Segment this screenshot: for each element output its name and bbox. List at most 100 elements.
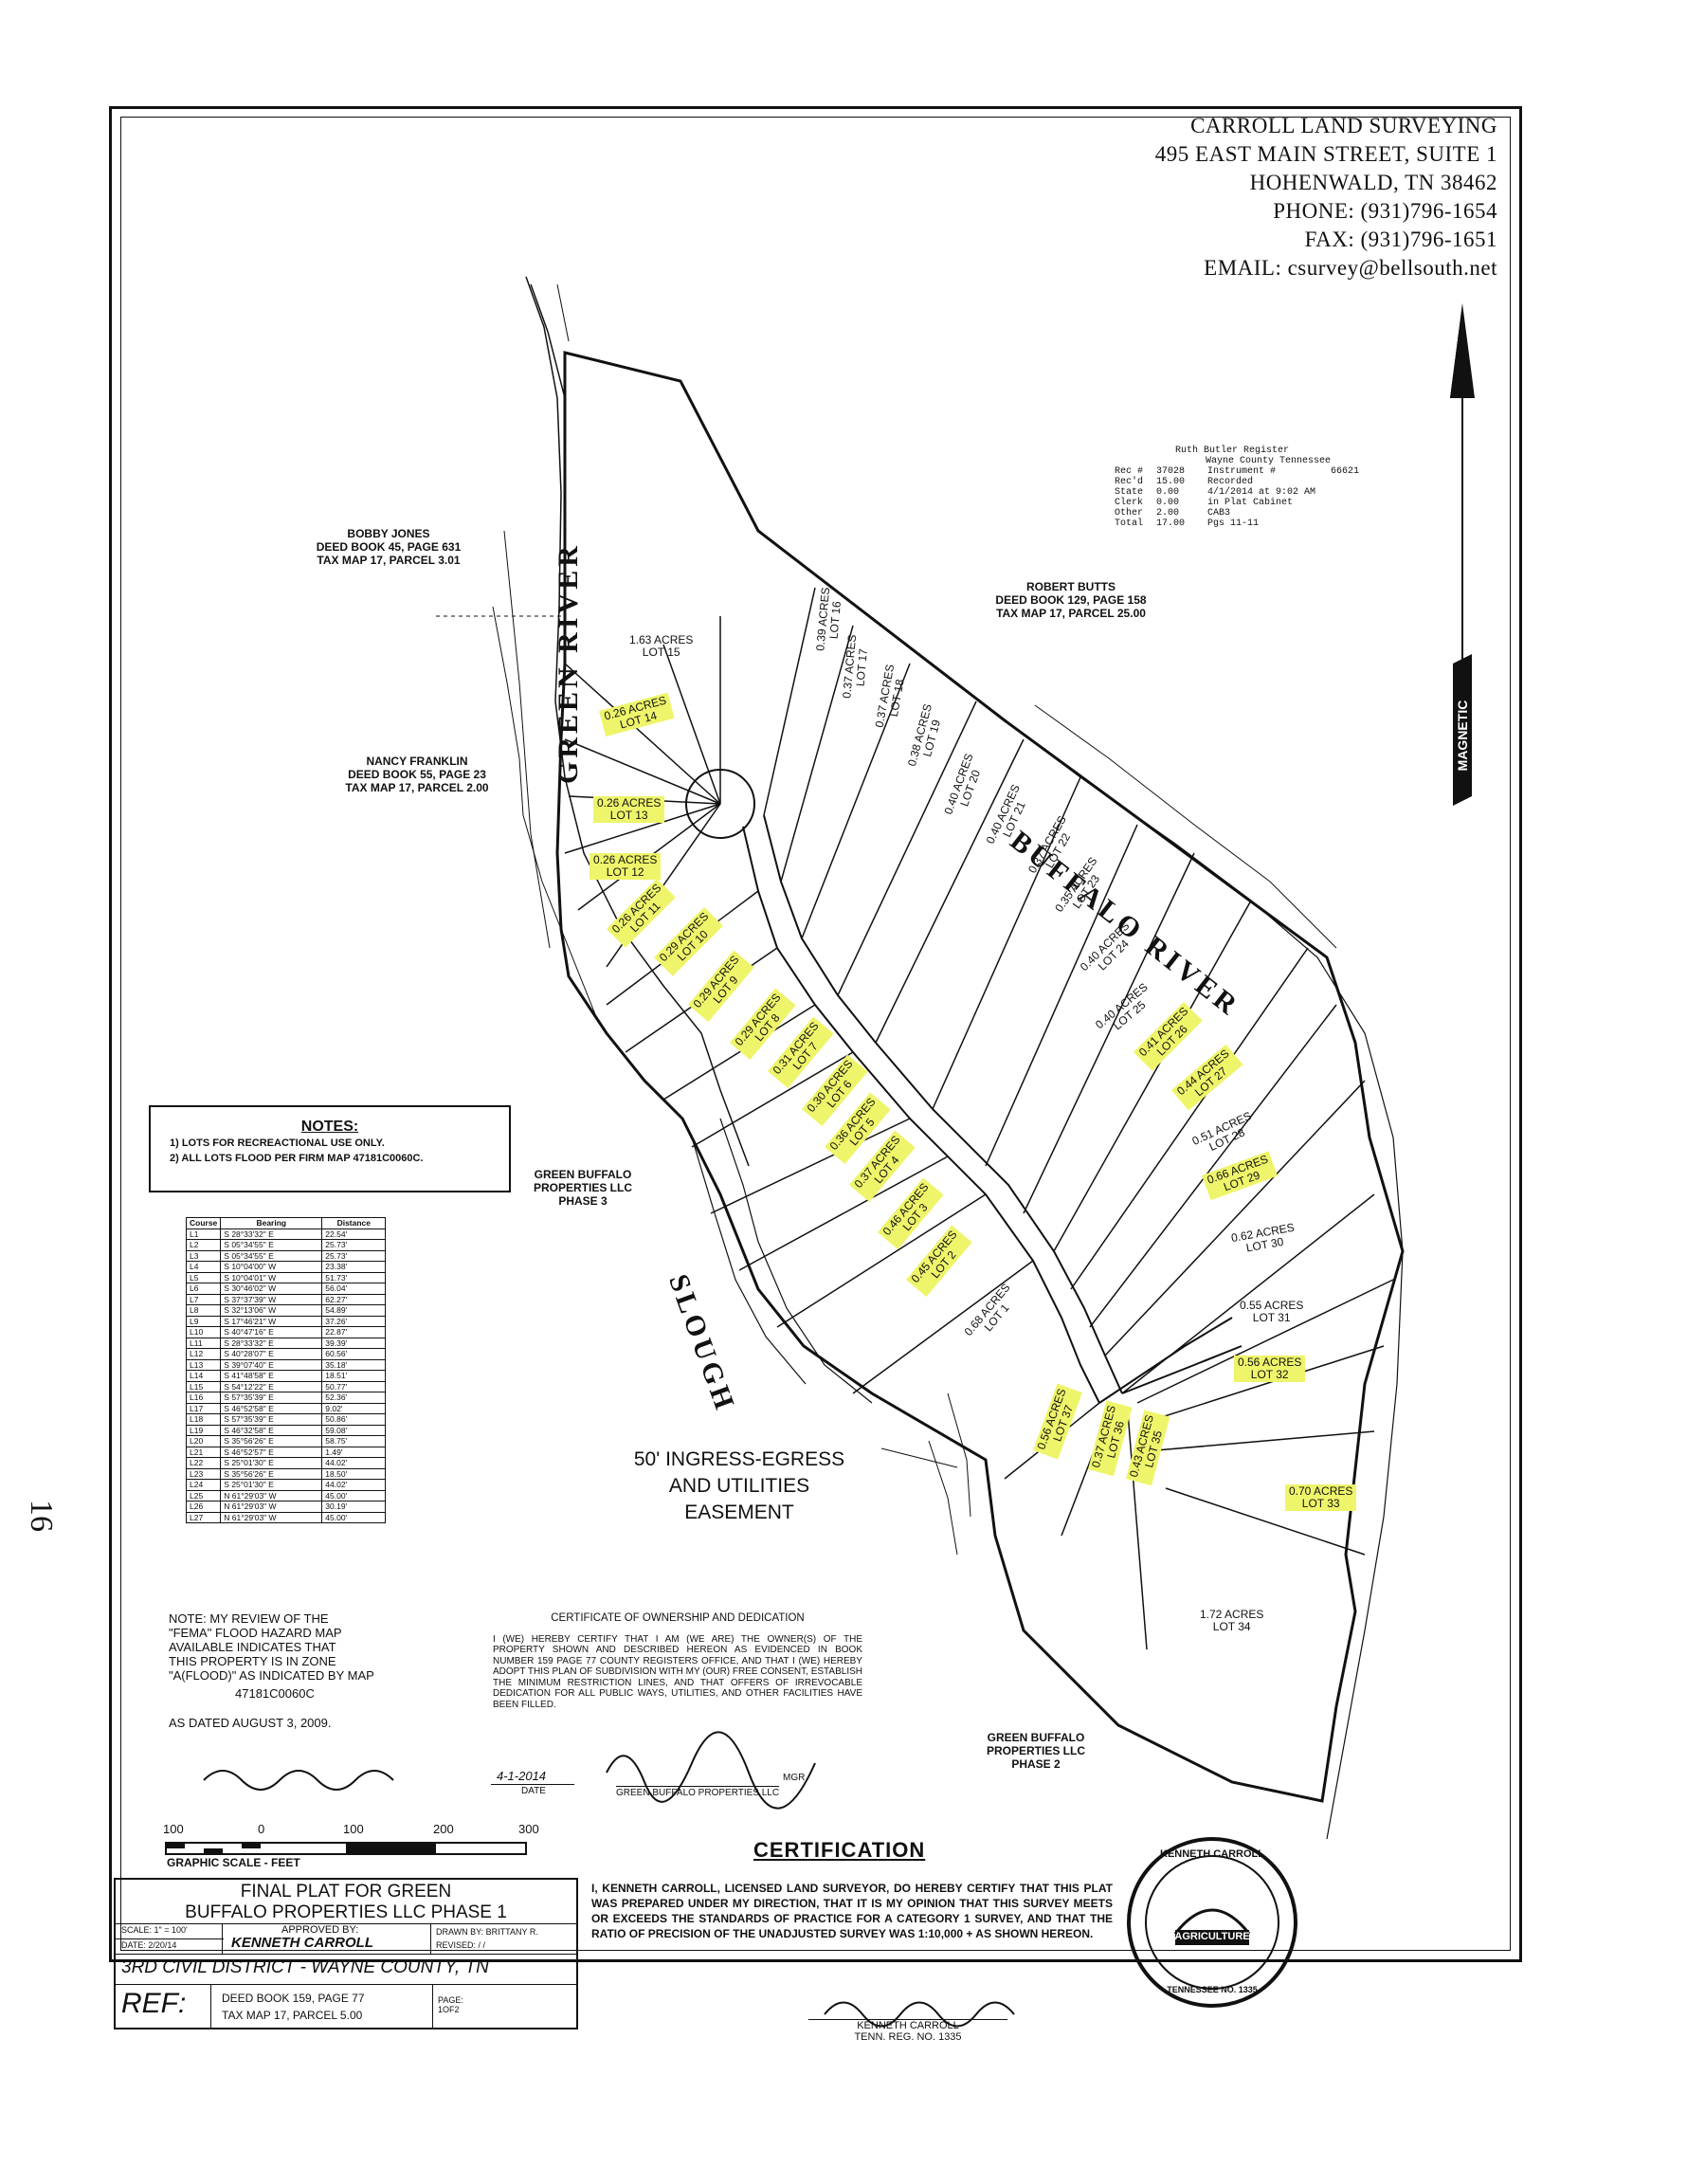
register-cell: Total [1115, 519, 1144, 529]
distance-cell: 51.73' [321, 1271, 387, 1283]
bearing-cell: N 61°29'03" W [220, 1501, 323, 1513]
distance-cell: 52.36' [321, 1392, 387, 1404]
lot-acres: 0.70 ACRES [1289, 1484, 1353, 1498]
distance-cell: 23.38' [321, 1261, 387, 1273]
bearing-cell: S 35°56'26" E [220, 1467, 323, 1480]
page-mark: 16 [24, 1500, 59, 1532]
notes-box: NOTES: 1) LOTS FOR RECREACTIONAL USE ONL… [149, 1105, 511, 1192]
register-cell: Instrument # [1207, 466, 1277, 477]
course-cell: L17 [185, 1402, 222, 1414]
distance-cell: 1.49' [321, 1446, 387, 1458]
title-ref: REF: [121, 1988, 187, 2019]
col-course: Course [185, 1217, 222, 1229]
distance-cell: 62.27' [321, 1293, 387, 1305]
course-cell: L22 [185, 1457, 222, 1469]
course-cell: L20 [185, 1435, 222, 1447]
register-cell: Other [1115, 508, 1144, 519]
title-line-2: BUFFALO PROPERTIES LLC PHASE 1 [185, 1902, 507, 1922]
register-cell: CAB3 [1207, 508, 1231, 519]
ownership-owner-label: GREEN BUFFALO PROPERTIES LLC [616, 1786, 780, 1798]
graphic-scale-bar [165, 1842, 527, 1855]
course-cell: L1 [185, 1228, 222, 1240]
lot-acres: 0.55 ACRES [1240, 1299, 1304, 1312]
surveyor-fax: FAX: (931)796-1651 [1304, 228, 1497, 251]
distance-cell: 50.86' [321, 1413, 387, 1426]
bearing-cell: S 46°52'57" E [220, 1446, 323, 1458]
bearing-cell: S 46°52'58" E [220, 1402, 323, 1414]
lot-acres: 1.72 ACRES [1200, 1608, 1264, 1621]
bearing-cell: S 35°56'26" E [220, 1435, 323, 1447]
ownership-certificate: CERTIFICATE OF OWNERSHIP AND DEDICATION … [493, 1612, 862, 1710]
distance-cell: 45.00' [321, 1489, 387, 1502]
distance-cell: 44.02' [321, 1457, 387, 1469]
distance-cell: 22.54' [321, 1228, 387, 1240]
course-cell: L5 [185, 1271, 222, 1283]
distance-cell: 22.87' [321, 1326, 387, 1338]
title-page: PAGE: 1OF2 [438, 1995, 463, 2014]
col-distance: Distance [321, 1217, 387, 1229]
surveyor-header: CARROLL LAND SURVEYING 495 EAST MAIN STR… [1155, 112, 1497, 282]
plat-sheet-inner-border [120, 117, 1511, 1951]
course-cell: L26 [185, 1501, 222, 1513]
title-approved-name: KENNETH CARROLL [231, 1935, 373, 1951]
surveyor-email: EMAIL: csurvey@bellsouth.net [1204, 256, 1497, 280]
bearing-cell: S 40°47'16" E [220, 1326, 323, 1338]
register-cell: 4/1/2014 at 9:02 AM [1207, 487, 1316, 498]
register-cell: Rec'd [1115, 477, 1144, 487]
label-green-river: GREEN RIVER [553, 542, 584, 784]
title-approved-label: APPROVED BY: [281, 1924, 359, 1936]
course-cell: L11 [185, 1337, 222, 1349]
ownership-date-label: DATE [521, 1786, 546, 1796]
distance-cell: 45.00' [321, 1511, 387, 1523]
register-cell: Pgs 11-11 [1207, 519, 1260, 529]
distance-cell: 50.77' [321, 1380, 387, 1392]
bearing-cell: S 05°34'55" E [220, 1239, 323, 1251]
scale-label: GRAPHIC SCALE - FEET [167, 1856, 300, 1869]
surveyor-signature [824, 2001, 1015, 2028]
course-cell: L24 [185, 1479, 222, 1491]
bearing-cell: S 40°28'07" E [220, 1348, 323, 1360]
seal-top-text: KENNETH CARROLL [1160, 1848, 1264, 1860]
lot-number: LOT 32 [1250, 1368, 1289, 1381]
course-cell: L15 [185, 1380, 222, 1392]
surveyor-address: 495 EAST MAIN STREET, SUITE 1 [1154, 142, 1497, 166]
distance-cell: 58.75' [321, 1435, 387, 1447]
bearing-cell: S 17°46'21" W [220, 1315, 323, 1327]
bearing-cell: S 37°37'39" W [220, 1293, 323, 1305]
title-block: FINAL PLAT FOR GREEN BUFFALO PROPERTIES … [114, 1878, 578, 2029]
green-river-bank-west [525, 276, 750, 1167]
course-cell: L12 [185, 1348, 222, 1360]
surveyor-city: HOHENWALD, TN 38462 [1249, 171, 1497, 194]
lot-acres: 0.56 ACRES [1238, 1356, 1302, 1369]
title-revised: REVISED: / / [436, 1940, 486, 1950]
bearing-cell: S 28°33'32" E [220, 1337, 323, 1349]
bearing-cell: S 39°07'40" E [220, 1358, 323, 1371]
bearing-cell: S 41°48'58" E [220, 1370, 323, 1382]
distance-cell: 56.04' [321, 1283, 387, 1295]
course-cell: L9 [185, 1315, 222, 1327]
seal-bottom-text: TENNESSEE NO. 1335 [1167, 1985, 1258, 1994]
distance-cell: 30.19' [321, 1501, 387, 1513]
